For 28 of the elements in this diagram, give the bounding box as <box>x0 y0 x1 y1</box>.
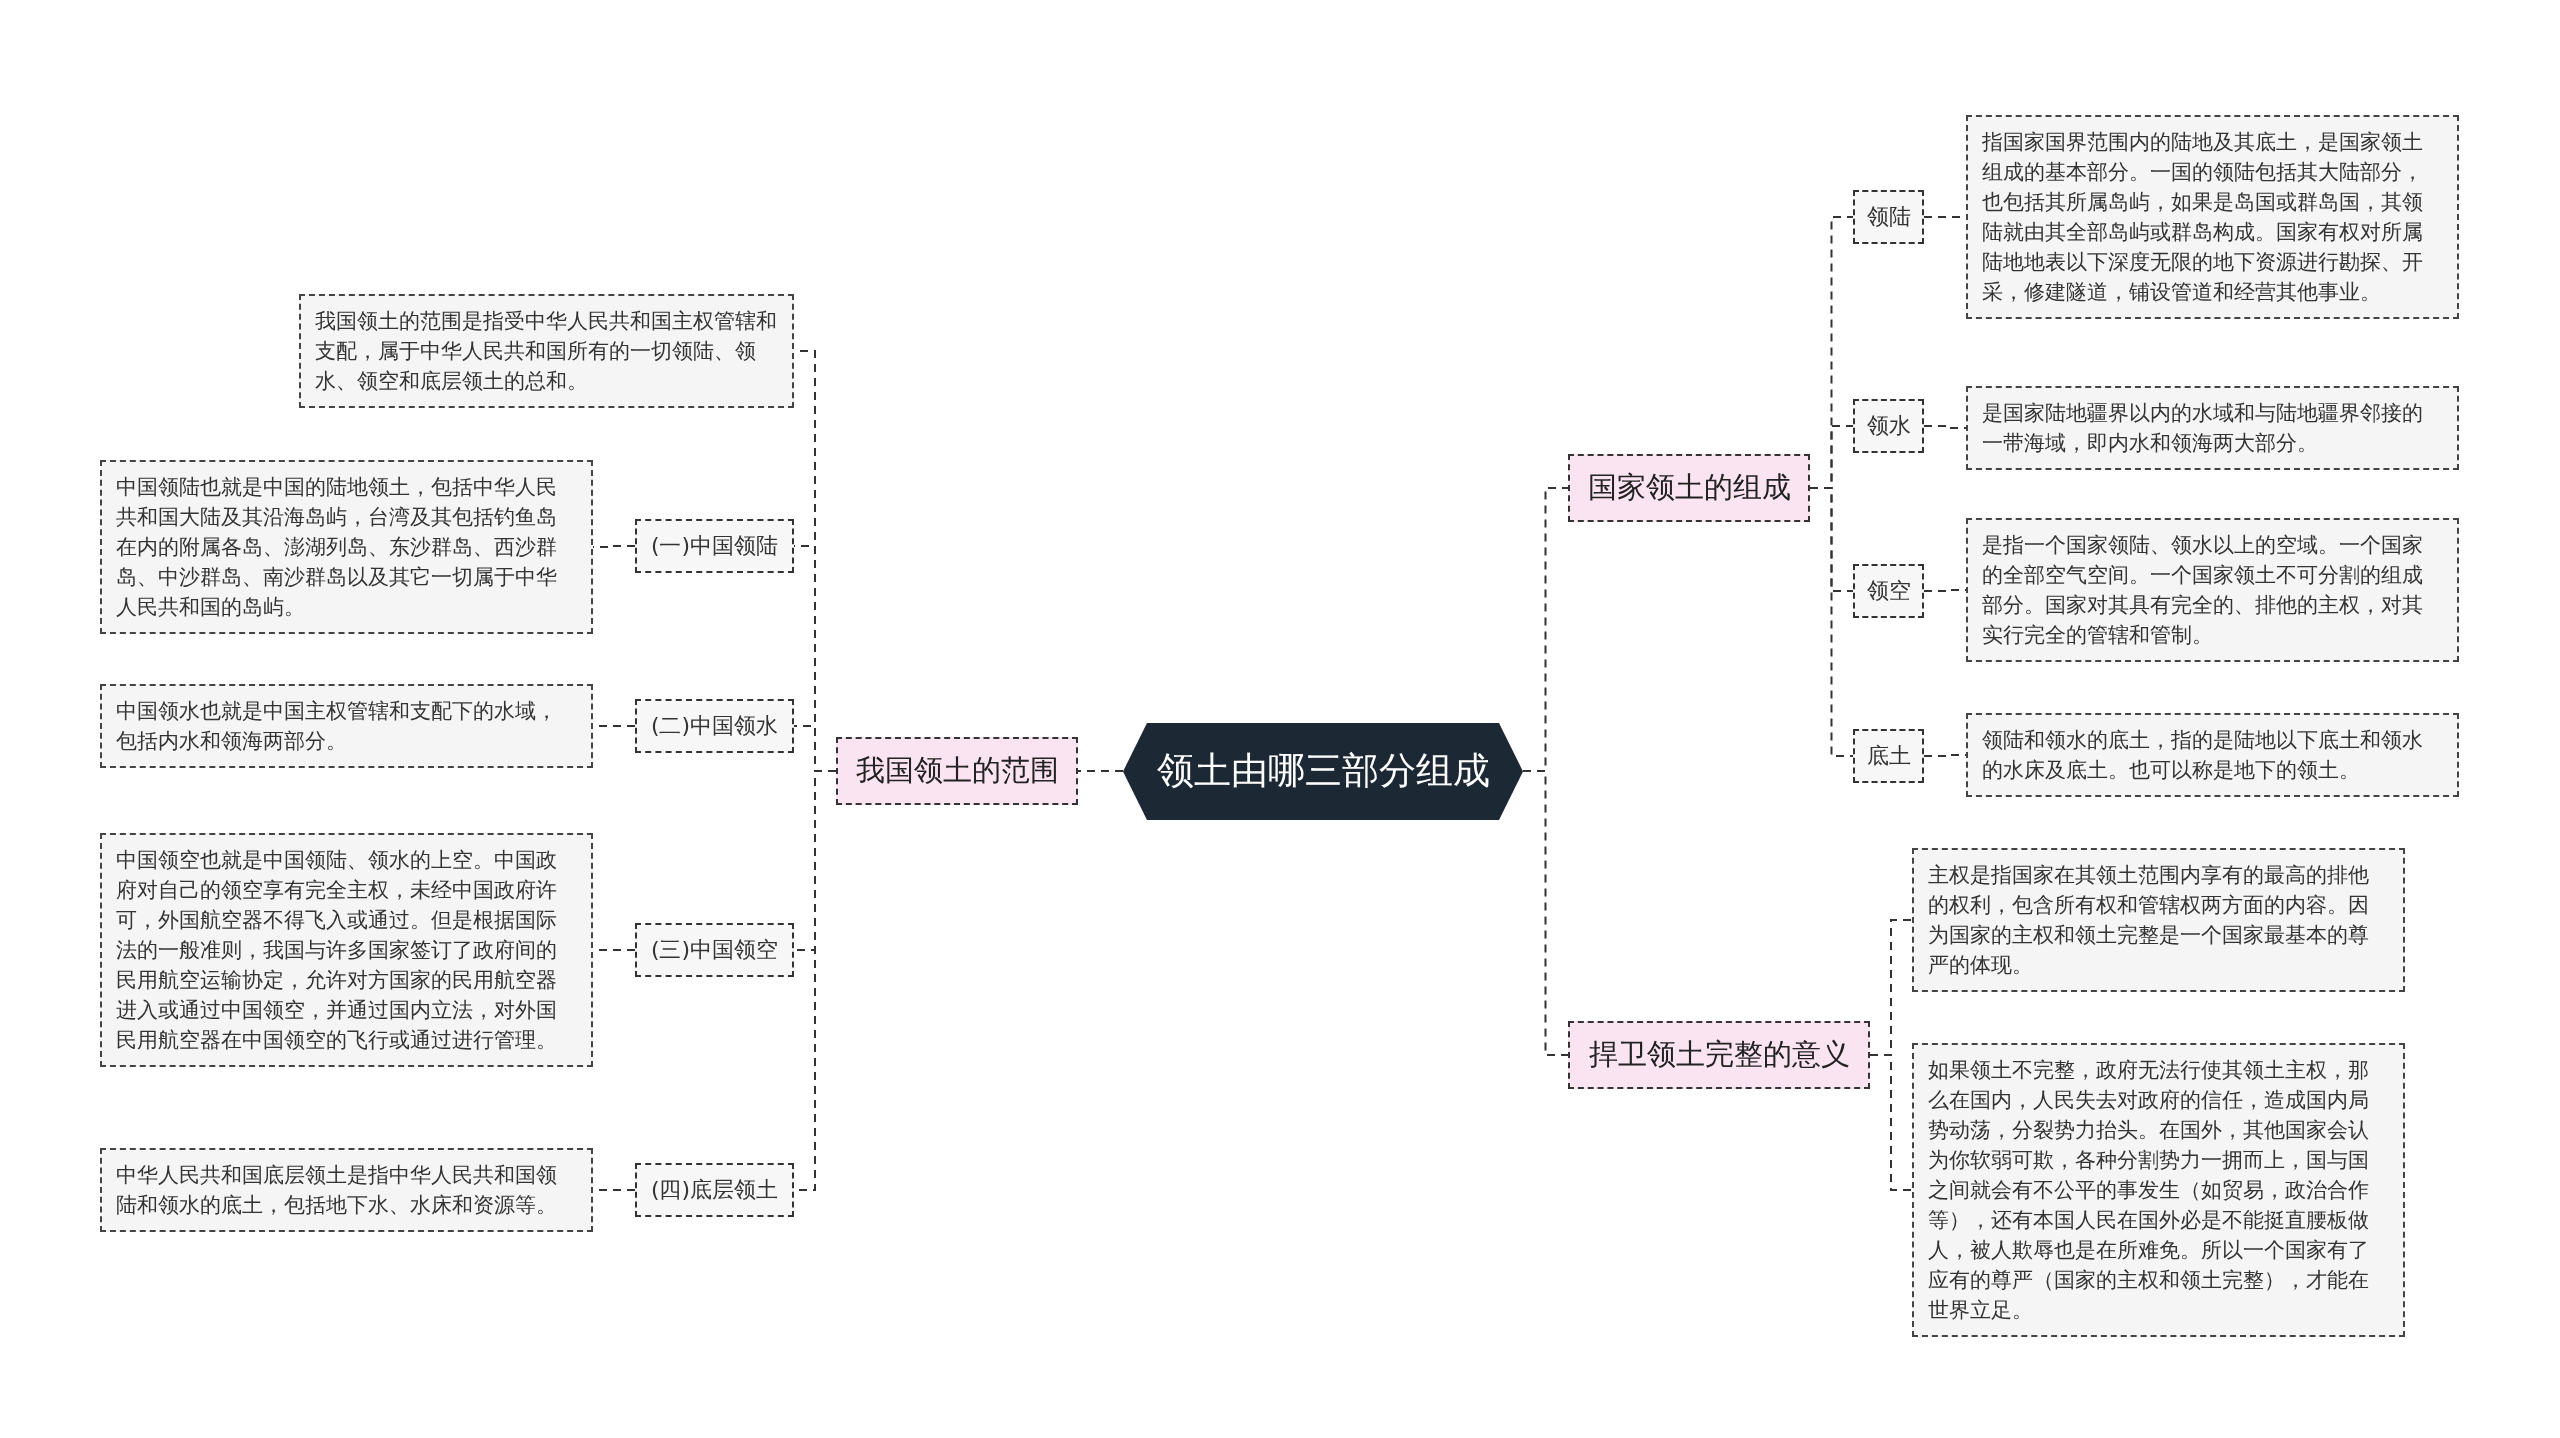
subtopic-box: 底土 <box>1853 729 1924 783</box>
description-box: 中华人民共和国底层领土是指中华人民共和国领陆和领水的底土，包括地下水、水床和资源等。 <box>100 1148 593 1232</box>
topic-box: 捍卫领土完整的意义 <box>1568 1021 1870 1089</box>
subtopic-box: (一)中国领陆 <box>635 519 794 573</box>
topic-text: 领土由哪三部分组成 <box>1156 748 1490 794</box>
description-box: 领陆和领水的底土，指的是陆地以下底土和领水的水床及底土。也可以称是地下的领土。 <box>1966 713 2459 797</box>
connector-line <box>1809 487 1854 757</box>
description-box: 中国领陆也就是中国的陆地领土，包括中华人民共和国大陆及其沿海岛屿，台湾及其包括钓鱼岛在内的附属各岛、澎湖列岛、东沙群岛、西沙群岛、中沙群岛、南沙群岛以及其它一切属于中华人民共和国的岛屿。 <box>100 460 593 634</box>
connector-line <box>1522 770 1569 1056</box>
description-box: 中国领水也就是中国主权管辖和支配下的水域，包括内水和领海两部分。 <box>100 684 593 768</box>
topic-box: 我国领土的范围 <box>836 737 1078 805</box>
subtopic-box: (三)中国领空 <box>635 923 794 977</box>
connector-line <box>1077 770 1124 772</box>
description-box: 我国领土的范围是指受中华人民共和国主权管辖和支配，属于中华人民共和国所有的一切领陆、领水、领空和底层领土的总和。 <box>299 294 794 408</box>
subtopic-box: 领空 <box>1853 564 1924 618</box>
connector-line <box>1869 1054 1913 1191</box>
description-box: 是指一个国家领陆、领水以上的空域。一个国家的全部空气空间。一个国家领土不可分割的组成部分。国家对其具有完全的、排他的主权，对其实行完全的管辖和管制。 <box>1966 518 2459 662</box>
subtopic-box: (二)中国领水 <box>635 699 794 753</box>
description-box: 指国家国界范围内的陆地及其底土，是国家领土组成的基本部分。一国的领陆包括其大陆部分，也包括其所属岛屿，如果是岛国或群岛国，其领陆就由其全部岛屿或群岛构成。国家有权对所属陆地地表以下深度无限的地下资源进行勘探、开采，修建隧道，铺设管道和经营其他事业。 <box>1966 115 2459 319</box>
connector-line <box>1923 425 1967 429</box>
subtopic-box: (四)底层领土 <box>635 1163 794 1217</box>
description-box: 如果领土不完整，政府无法行使其领土主权，那么在国内，人民失去对政府的信任，造成国内局势动荡，分裂势力抬头。在国外，其他国家会认为你软弱可欺，各种分割势力一拥而上，国与国之间就会有不公平的事发生（如贸易，政治合作等），还有本国人民在国外必是不能挺直腰板做人，被人欺辱也是在所难免。所以一个国家有了应有的尊严（国家的主权和领土完整），才能在世界立足。 <box>1912 1043 2405 1337</box>
description-box: 是国家陆地疆界以内的水域和与陆地疆界邻接的一带海域，即内水和领海两大部分。 <box>1966 386 2459 470</box>
subtopic-box: 领水 <box>1853 399 1924 453</box>
subtopic-box: 领陆 <box>1853 190 1924 244</box>
topic-box: 国家领土的组成 <box>1568 454 1810 522</box>
description-box: 主权是指国家在其领土范围内享有的最高的排他的权利，包含所有权和管辖权两方面的内容。因为国家的主权和领土完整是一个国家最基本的尊严的体现。 <box>1912 848 2405 992</box>
description-box: 中国领空也就是中国领陆、领水的上空。中国政府对自己的领空享有完全主权，未经中国政府许可，外国航空器不得飞入或通过。但是根据国际法的一般准则，我国与许多国家签订了政府间的民用航空运输协定，允许对方国家的民用航空器进入或通过中国领空，并通过国内立法，对外国民用航空器在中国领空的飞行或通过进行管理。 <box>100 833 593 1067</box>
